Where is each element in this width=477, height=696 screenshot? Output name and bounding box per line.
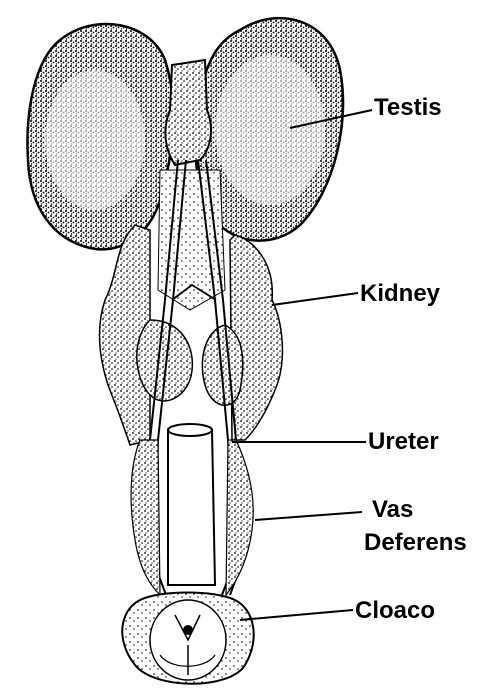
label-vas-line2: Deferens xyxy=(364,526,467,559)
label-ureter: Ureter xyxy=(368,427,439,457)
vas-deferens-leader xyxy=(255,512,362,520)
cloaco-leader xyxy=(240,610,353,620)
lower-tube xyxy=(168,430,215,585)
label-vas-line1: Vas xyxy=(364,493,467,526)
label-cloaco: Cloaco xyxy=(355,596,435,626)
label-testis: Testis xyxy=(374,93,442,123)
label-vas-deferens: Vas Deferens xyxy=(364,493,467,559)
central-vessel xyxy=(165,60,211,165)
kidney-leader xyxy=(272,293,358,305)
label-kidney: Kidney xyxy=(360,279,440,309)
